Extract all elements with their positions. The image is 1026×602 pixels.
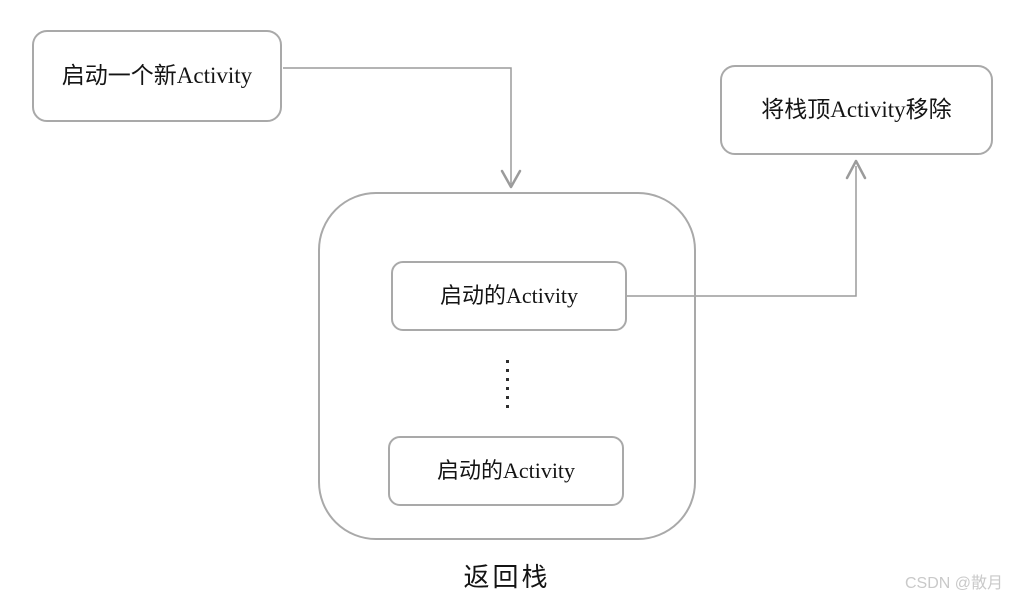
back-stack-caption: 返回栈 <box>463 563 551 592</box>
node-start-new-activity: 启动一个新Activity <box>32 30 282 122</box>
connector-start-to-stack <box>283 67 512 184</box>
node-start-new-activity-label: 启动一个新Activity <box>61 63 253 89</box>
arrowhead-up-icon <box>845 159 867 180</box>
node-stack-item-top: 启动的Activity <box>391 261 627 331</box>
node-stack-item-bottom: 启动的Activity <box>388 436 624 506</box>
ellipsis-dots-icon <box>506 360 509 412</box>
node-stack-item-bottom-label: 启动的Activity <box>436 457 576 483</box>
node-remove-top-activity-label: 将栈顶Activity移除 <box>761 97 952 123</box>
back-stack-container <box>318 192 696 540</box>
node-remove-top-activity: 将栈顶Activity移除 <box>720 65 993 155</box>
node-stack-item-top-label: 启动的Activity <box>439 282 579 308</box>
connector-stack-to-remove <box>627 166 857 297</box>
watermark: CSDN @散月 <box>905 575 1004 592</box>
arrowhead-down-icon <box>500 169 522 189</box>
